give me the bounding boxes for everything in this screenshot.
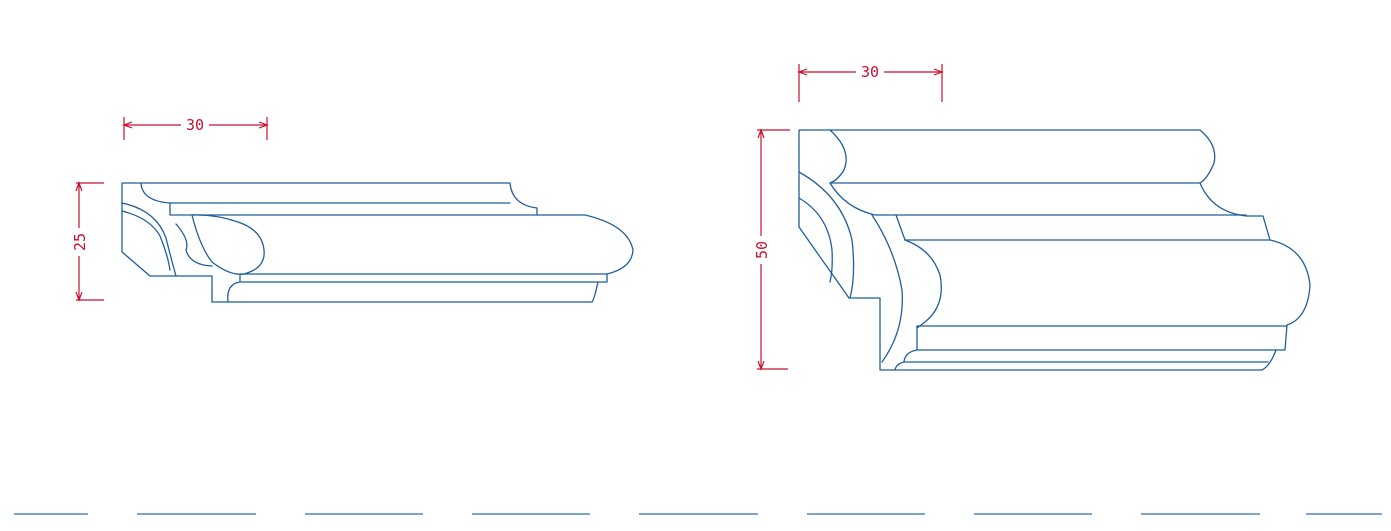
small-molding-top-fillet bbox=[140, 182, 511, 204]
large-molding-upper-band bbox=[895, 214, 1271, 241]
small-molding-ovolo-hook bbox=[175, 223, 213, 267]
large-molding-cavetto-inner bbox=[798, 197, 833, 283]
small-molding-profile bbox=[121, 182, 634, 303]
small-molding-cavetto-outer bbox=[121, 202, 177, 277]
large-molding-width-dimension: 30 bbox=[797, 63, 944, 102]
small-molding-ovolo bbox=[191, 214, 265, 275]
large-molding-scotia bbox=[871, 214, 903, 363]
large-molding-bottom-bead bbox=[894, 361, 905, 371]
large-molding-height-label: 50 bbox=[753, 241, 771, 259]
small-molding-upper-band bbox=[169, 202, 538, 216]
large-molding-torus bbox=[904, 239, 942, 329]
small-molding-outline bbox=[121, 182, 634, 303]
small-molding-width-dimension: 30 bbox=[122, 116, 269, 140]
small-molding-width-label: 30 bbox=[186, 116, 204, 134]
small-molding-height-dimension: 25 bbox=[71, 181, 104, 302]
large-molding-lower-band bbox=[916, 325, 1277, 351]
large-molding-cavetto-outer bbox=[798, 171, 855, 299]
large-molding-lower-bead bbox=[903, 349, 1269, 363]
large-molding-top-fillet bbox=[829, 182, 1247, 216]
large-molding-outline bbox=[798, 129, 1311, 371]
large-molding-height-dimension: 50 bbox=[753, 128, 790, 371]
small-molding-cavetto-inner bbox=[121, 210, 171, 271]
large-molding-top-roll bbox=[829, 129, 1201, 184]
large-molding-width-label: 30 bbox=[861, 63, 879, 81]
large-molding-profile bbox=[798, 129, 1311, 371]
small-molding-height-label: 25 bbox=[71, 233, 89, 251]
small-molding-bead-bottom bbox=[227, 273, 241, 303]
